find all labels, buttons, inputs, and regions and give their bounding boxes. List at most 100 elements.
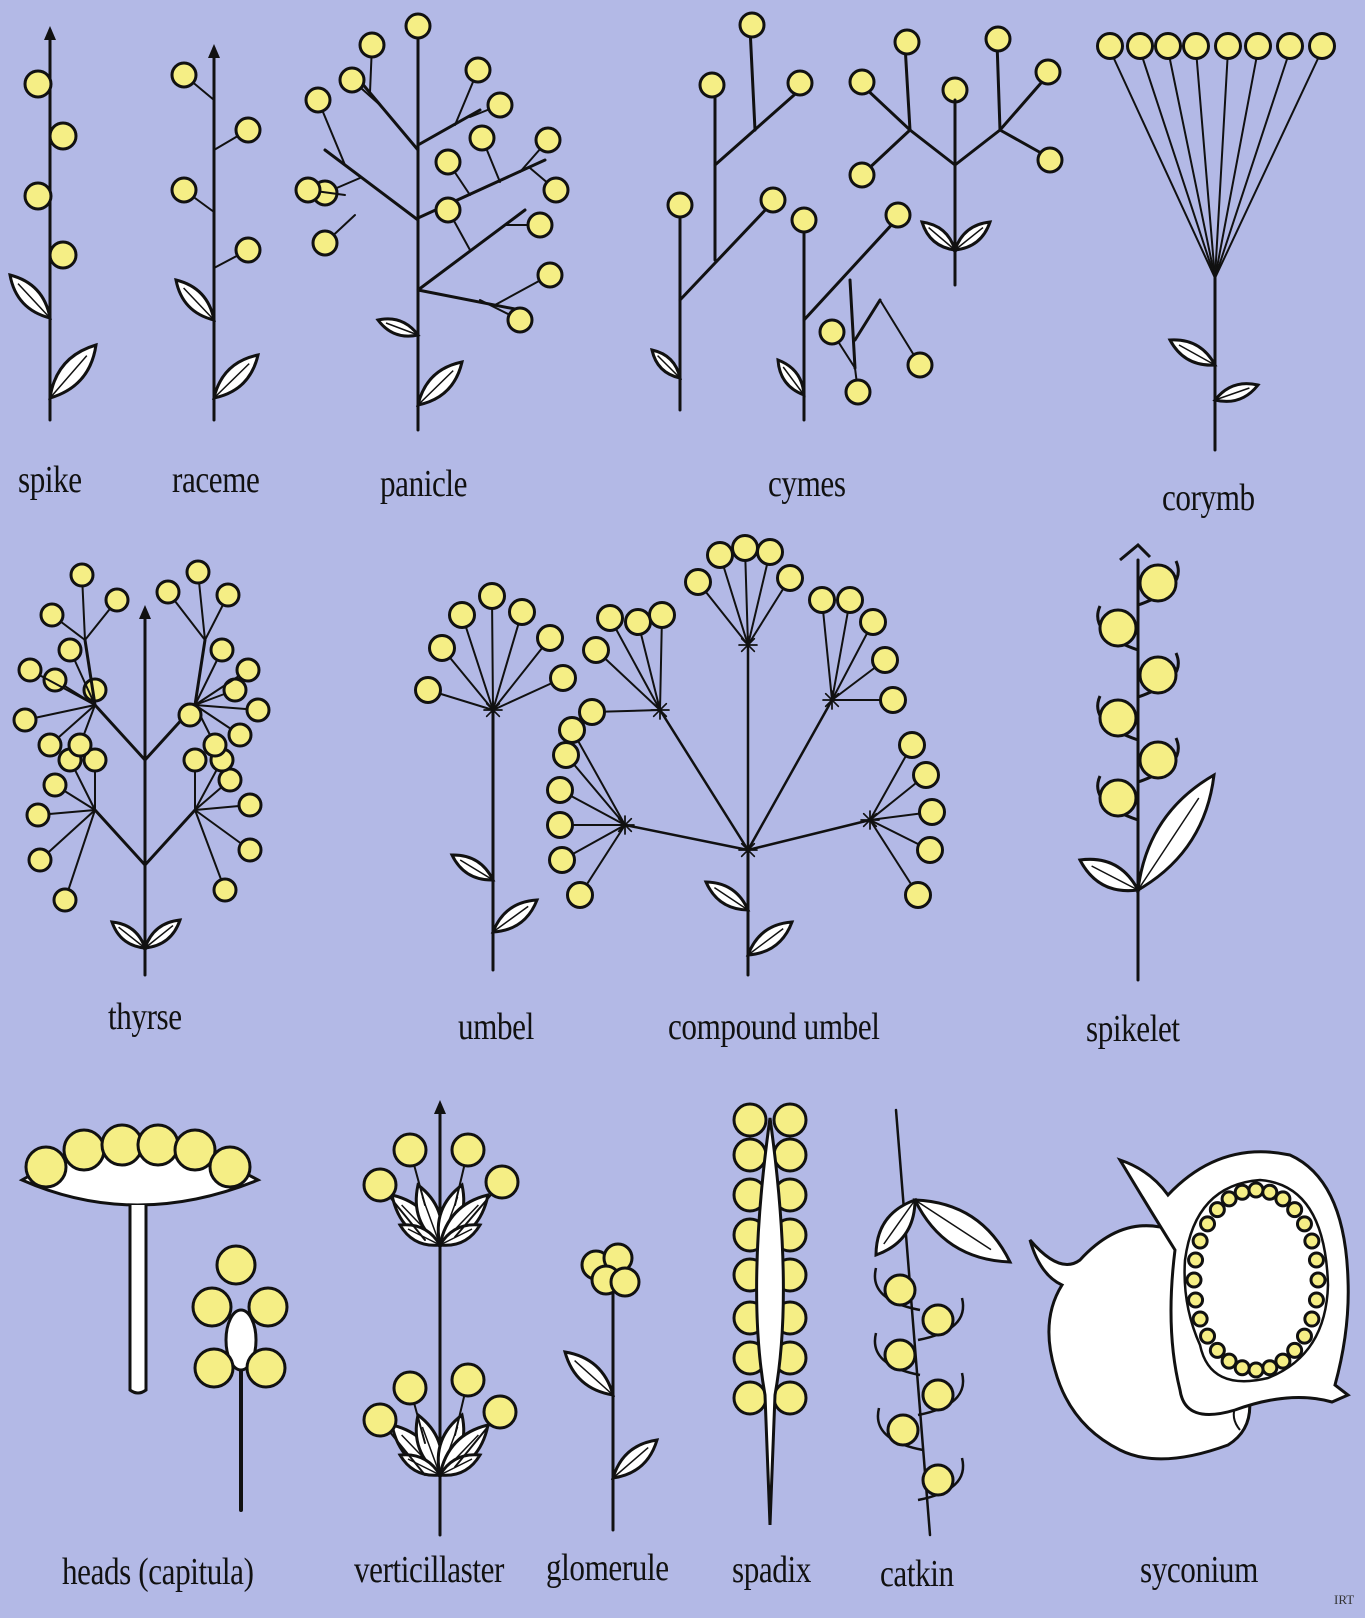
flower: [668, 193, 692, 217]
label-glomerule: glomerule: [546, 1546, 669, 1590]
flower: [700, 73, 724, 97]
flower: [538, 626, 563, 651]
flower: [340, 68, 364, 92]
stem: [720, 555, 748, 645]
flower: [364, 1404, 396, 1436]
flower: [923, 1380, 953, 1410]
awn: [1120, 545, 1150, 560]
flower: [584, 638, 609, 663]
flower: [236, 118, 260, 142]
flower: [792, 208, 816, 232]
flower: [1156, 34, 1181, 59]
flower: [740, 13, 764, 37]
signature: IRT: [1334, 1592, 1354, 1608]
flower: [1235, 1185, 1249, 1199]
flower: [1100, 700, 1136, 736]
flower: [1311, 1273, 1325, 1287]
flower: [1189, 1293, 1203, 1307]
flower: [1297, 1217, 1311, 1231]
spikelet-drawing: [1080, 545, 1214, 980]
flower: [885, 1340, 915, 1370]
flower: [888, 1415, 918, 1445]
flower: [560, 718, 585, 743]
flower: [734, 1382, 766, 1414]
raceme-drawing: [172, 44, 260, 420]
flower: [1288, 1343, 1302, 1357]
flower: [239, 839, 261, 861]
peduncle: [130, 1205, 146, 1393]
flower: [450, 603, 475, 628]
label-panicle: panicle: [380, 462, 467, 506]
flower: [920, 800, 945, 825]
umbel-drawing: [416, 584, 576, 971]
flower: [470, 126, 494, 150]
flower: [788, 71, 812, 95]
flower: [229, 724, 251, 746]
flower: [54, 889, 76, 911]
flower: [1246, 34, 1271, 59]
flower: [416, 678, 441, 703]
flower: [1187, 1273, 1201, 1287]
stem: [750, 28, 755, 130]
flower: [69, 734, 91, 756]
flower: [364, 1169, 396, 1201]
flower: [452, 1364, 484, 1396]
flower: [774, 1382, 806, 1414]
flower: [360, 33, 384, 57]
flower: [1222, 1354, 1236, 1368]
stem: [660, 710, 748, 850]
flower: [436, 150, 460, 174]
label-catkin: catkin: [880, 1552, 954, 1596]
stem: [745, 548, 748, 645]
flower: [102, 1125, 142, 1165]
flower: [1140, 657, 1176, 693]
flower: [1140, 742, 1176, 778]
stem: [493, 612, 522, 710]
flower: [906, 883, 931, 908]
flower: [204, 734, 226, 756]
stem: [1140, 50, 1215, 278]
verticillaster-drawing: [364, 1100, 518, 1535]
flower: [550, 848, 575, 873]
flower: [41, 604, 63, 626]
stem: [855, 300, 880, 340]
flower: [1210, 1203, 1224, 1217]
flower: [850, 70, 874, 94]
flower: [193, 1288, 231, 1326]
syconium-drawing: [1030, 1152, 1348, 1459]
stem: [955, 130, 1000, 165]
flower: [195, 1349, 233, 1387]
flower: [29, 849, 51, 871]
label-spadix: spadix: [732, 1548, 811, 1592]
flower: [452, 1134, 484, 1166]
label-raceme: raceme: [172, 458, 259, 502]
fig-cavity: [1185, 1180, 1328, 1381]
arrow-tip: [44, 26, 56, 40]
label-spikelet: spikelet: [1086, 1007, 1180, 1051]
flower: [774, 1104, 806, 1136]
flower: [217, 584, 239, 606]
flower: [179, 704, 201, 726]
flower: [598, 606, 623, 631]
flower: [761, 188, 785, 212]
flower: [394, 1134, 426, 1166]
stem: [325, 150, 418, 220]
thyrse-drawing: [14, 561, 269, 975]
flower: [886, 203, 910, 227]
flower: [734, 1139, 766, 1171]
flower: [846, 380, 870, 404]
flower: [1140, 565, 1176, 601]
cyme-left-drawing: [652, 13, 812, 410]
arrow-tip: [208, 44, 220, 58]
flower: [25, 183, 51, 209]
flower: [914, 763, 939, 788]
flower: [44, 774, 66, 796]
stem: [748, 552, 770, 645]
panicle-drawing: [296, 14, 568, 430]
flower: [918, 838, 943, 863]
flower: [71, 564, 93, 586]
flower: [758, 540, 783, 565]
flower: [64, 1130, 104, 1170]
flower: [611, 1268, 639, 1296]
